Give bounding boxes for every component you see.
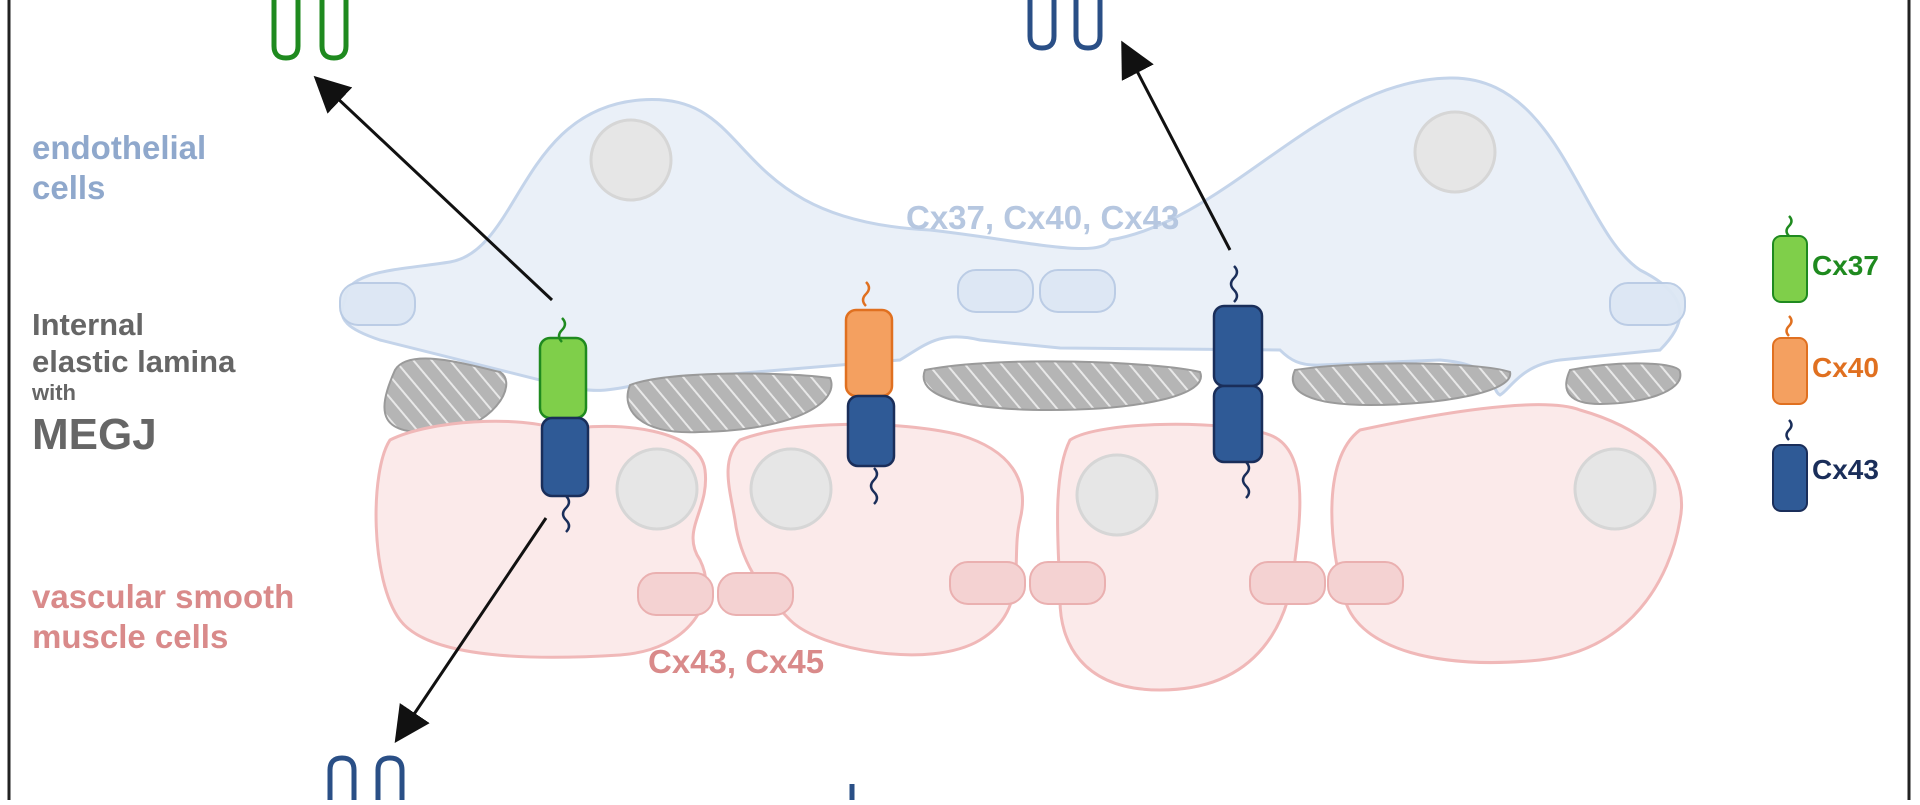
legend-cx43-label: Cx43 [1812, 454, 1879, 485]
megj-cx37-cx43 [538, 317, 590, 533]
smooth-muscle-nucleus [1573, 447, 1657, 531]
iel-with: with [32, 380, 76, 406]
iel-line1: Internal [32, 307, 144, 342]
megj-cx43-cx43 [1212, 265, 1264, 499]
cx43-topology-glyph [1027, 0, 1103, 51]
internal-elastic-lamina [383, 357, 1682, 434]
smooth-muscle-connexins-label: Cx43, Cx45 [648, 643, 825, 680]
legend-cx40-icon [1772, 315, 1808, 405]
megj-label: MEGJ [32, 409, 157, 459]
legend-cx43-icon [1772, 419, 1808, 512]
arrows [313, 40, 1232, 743]
smooth-muscle-nucleus [615, 447, 699, 531]
smooth-muscle-gap-junctions [637, 561, 1404, 616]
cx37-topology-glyph [271, 0, 349, 61]
legend-cx37-icon [1772, 215, 1808, 303]
endothelial-nucleus [1413, 110, 1497, 194]
smooth-muscle-nucleus [749, 447, 833, 531]
legend-cx37-label: Cx37 [1812, 250, 1879, 281]
endothelial-cells-label: endothelial cells [32, 129, 207, 206]
endothelial-gap-junctions [339, 269, 1686, 326]
megj-cx40-cx43 [844, 281, 896, 505]
frame-border [7, 0, 1911, 805]
endothelial-cell-layer [340, 76, 1682, 397]
iel-line2: elastic lamina [32, 344, 236, 380]
endothelial-nucleus [589, 118, 673, 202]
legend-cx40-label: Cx40 [1812, 352, 1879, 383]
internal-elastic-lamina-label: Internal elastic lamina with MEGJ [32, 306, 235, 462]
vascular-smooth-muscle-label: vascular smooth muscle cells [32, 578, 295, 655]
smooth-muscle-nucleus [1075, 453, 1159, 537]
cx43-topology-glyph [327, 755, 405, 800]
endothelial-connexins-label: Cx37, Cx40, Cx43 [906, 199, 1180, 236]
